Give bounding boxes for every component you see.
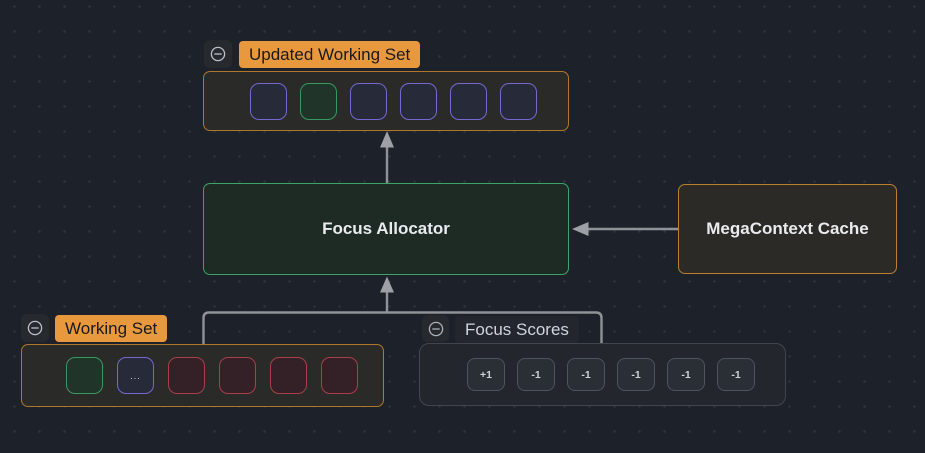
token-green[interactable] bbox=[300, 82, 337, 120]
circle-minus-icon bbox=[428, 321, 443, 336]
focus-score-chip[interactable]: -1 bbox=[667, 358, 705, 391]
focus-score-chip[interactable]: -1 bbox=[517, 358, 555, 391]
token-red[interactable] bbox=[321, 357, 358, 394]
token-red[interactable] bbox=[168, 357, 205, 394]
collapse-button-updated-working-set[interactable] bbox=[204, 40, 232, 68]
group-label-working-set[interactable]: Working Set bbox=[55, 315, 168, 342]
token-purple[interactable] bbox=[350, 82, 387, 120]
focus-score-chip[interactable]: +1 bbox=[467, 358, 505, 391]
group-label-updated-working-set[interactable]: Updated Working Set bbox=[239, 41, 421, 68]
token-red[interactable] bbox=[219, 357, 256, 394]
token-purple[interactable] bbox=[400, 82, 437, 120]
group-container-updated-working-set[interactable] bbox=[203, 71, 569, 131]
token-green[interactable] bbox=[66, 357, 103, 394]
group-container-focus-scores[interactable]: +1 -1 -1 -1 -1 -1 bbox=[419, 343, 786, 406]
node-focus-allocator[interactable]: Focus Allocator bbox=[203, 183, 569, 275]
arrowhead-up-icon bbox=[380, 131, 394, 148]
group-label-focus-scores[interactable]: Focus Scores bbox=[455, 316, 579, 343]
focus-score-chip[interactable]: -1 bbox=[617, 358, 655, 391]
group-container-working-set[interactable]: ... bbox=[21, 344, 384, 407]
token-purple[interactable] bbox=[450, 82, 487, 120]
edge-inputs-elbow bbox=[202, 311, 603, 345]
node-megacontext-cache[interactable]: MegaContext Cache bbox=[678, 184, 897, 274]
focus-score-chip[interactable]: -1 bbox=[717, 358, 755, 391]
collapse-button-working-set[interactable] bbox=[21, 314, 49, 342]
focus-score-chip[interactable]: -1 bbox=[567, 358, 605, 391]
collapse-button-focus-scores[interactable] bbox=[422, 315, 449, 342]
token-purple[interactable]: ... bbox=[117, 357, 154, 394]
circle-minus-icon bbox=[27, 320, 43, 336]
token-purple[interactable] bbox=[250, 82, 287, 120]
arrowhead-left-icon bbox=[572, 222, 589, 236]
token-red[interactable] bbox=[270, 357, 307, 394]
circle-minus-icon bbox=[210, 46, 226, 62]
arrowhead-up-icon bbox=[380, 276, 394, 293]
token-purple[interactable] bbox=[500, 82, 537, 120]
